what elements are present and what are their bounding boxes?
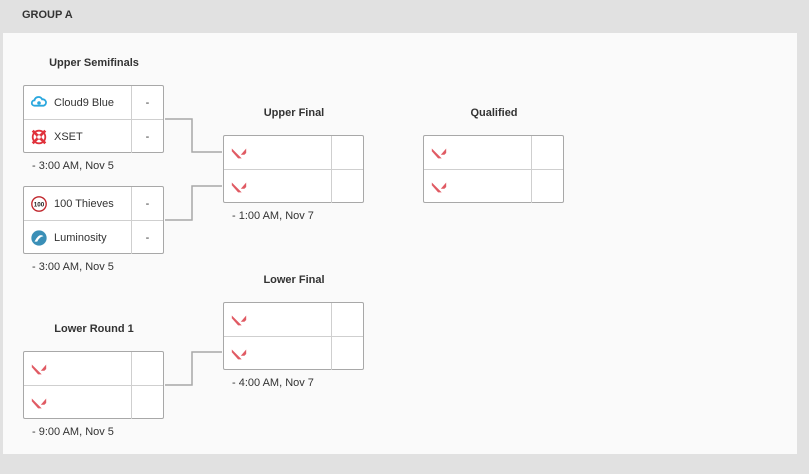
team-score: - — [145, 197, 150, 210]
match-team-row[interactable]: Cloud9 Blue - — [24, 86, 163, 120]
team-score: - — [145, 130, 150, 143]
match-team-row[interactable]: 100 100 Thieves - — [24, 187, 163, 221]
round-title-lower-round-1: Lower Round 1 — [54, 323, 134, 335]
team-name: Cloud9 Blue — [54, 96, 114, 109]
match-upper-semifinal-2[interactable]: 100 100 Thieves - Luminosity - — [23, 186, 164, 254]
valorant-logo-icon — [231, 182, 247, 192]
team-name: Luminosity — [54, 231, 107, 244]
round-title-upper-semifinals: Upper Semifinals — [49, 57, 139, 69]
match-team-row[interactable] — [24, 386, 163, 419]
match-time: - 3:00 AM, Nov 5 — [32, 160, 114, 172]
valorant-logo-icon — [231, 148, 247, 158]
match-team-row[interactable] — [24, 352, 163, 386]
valorant-logo-icon — [31, 398, 47, 408]
group-title: GROUP A — [22, 9, 73, 21]
match-lower-final[interactable] — [223, 302, 364, 370]
match-upper-semifinal-1[interactable]: Cloud9 Blue - XSET - — [23, 85, 164, 153]
team-score: - — [145, 231, 150, 244]
valorant-logo-icon — [31, 364, 47, 374]
match-team-row[interactable] — [224, 337, 363, 370]
xset-logo-icon — [31, 129, 47, 144]
qualified-slots[interactable] — [423, 135, 564, 203]
valorant-logo-icon — [231, 349, 247, 359]
match-time: - 1:00 AM, Nov 7 — [232, 210, 314, 222]
team-name: XSET — [54, 130, 83, 143]
team-score: - — [145, 96, 150, 109]
cloud9-logo-icon — [30, 95, 47, 107]
match-time: - 3:00 AM, Nov 5 — [32, 261, 114, 273]
match-lower-round-1[interactable] — [23, 351, 164, 419]
match-team-row[interactable] — [424, 136, 563, 170]
round-title-upper-final: Upper Final — [263, 107, 325, 119]
luminosity-logo-icon — [31, 229, 47, 246]
match-time: - 9:00 AM, Nov 5 — [32, 426, 114, 438]
round-title-lower-final: Lower Final — [263, 274, 325, 286]
match-team-row[interactable] — [224, 170, 363, 203]
match-team-row[interactable] — [224, 136, 363, 170]
match-upper-final[interactable] — [223, 135, 364, 203]
match-team-row[interactable] — [224, 303, 363, 337]
valorant-logo-icon — [231, 315, 247, 325]
team-name: 100 Thieves — [54, 197, 114, 210]
valorant-logo-icon — [431, 148, 447, 158]
svg-text:100: 100 — [34, 201, 45, 208]
100-thieves-logo-icon: 100 — [31, 195, 47, 212]
round-title-qualified: Qualified — [470, 107, 518, 119]
match-time: - 4:00 AM, Nov 7 — [232, 377, 314, 389]
match-team-row[interactable]: XSET - — [24, 120, 163, 153]
match-team-row[interactable] — [424, 170, 563, 203]
match-team-row[interactable]: Luminosity - — [24, 221, 163, 254]
valorant-logo-icon — [431, 182, 447, 192]
